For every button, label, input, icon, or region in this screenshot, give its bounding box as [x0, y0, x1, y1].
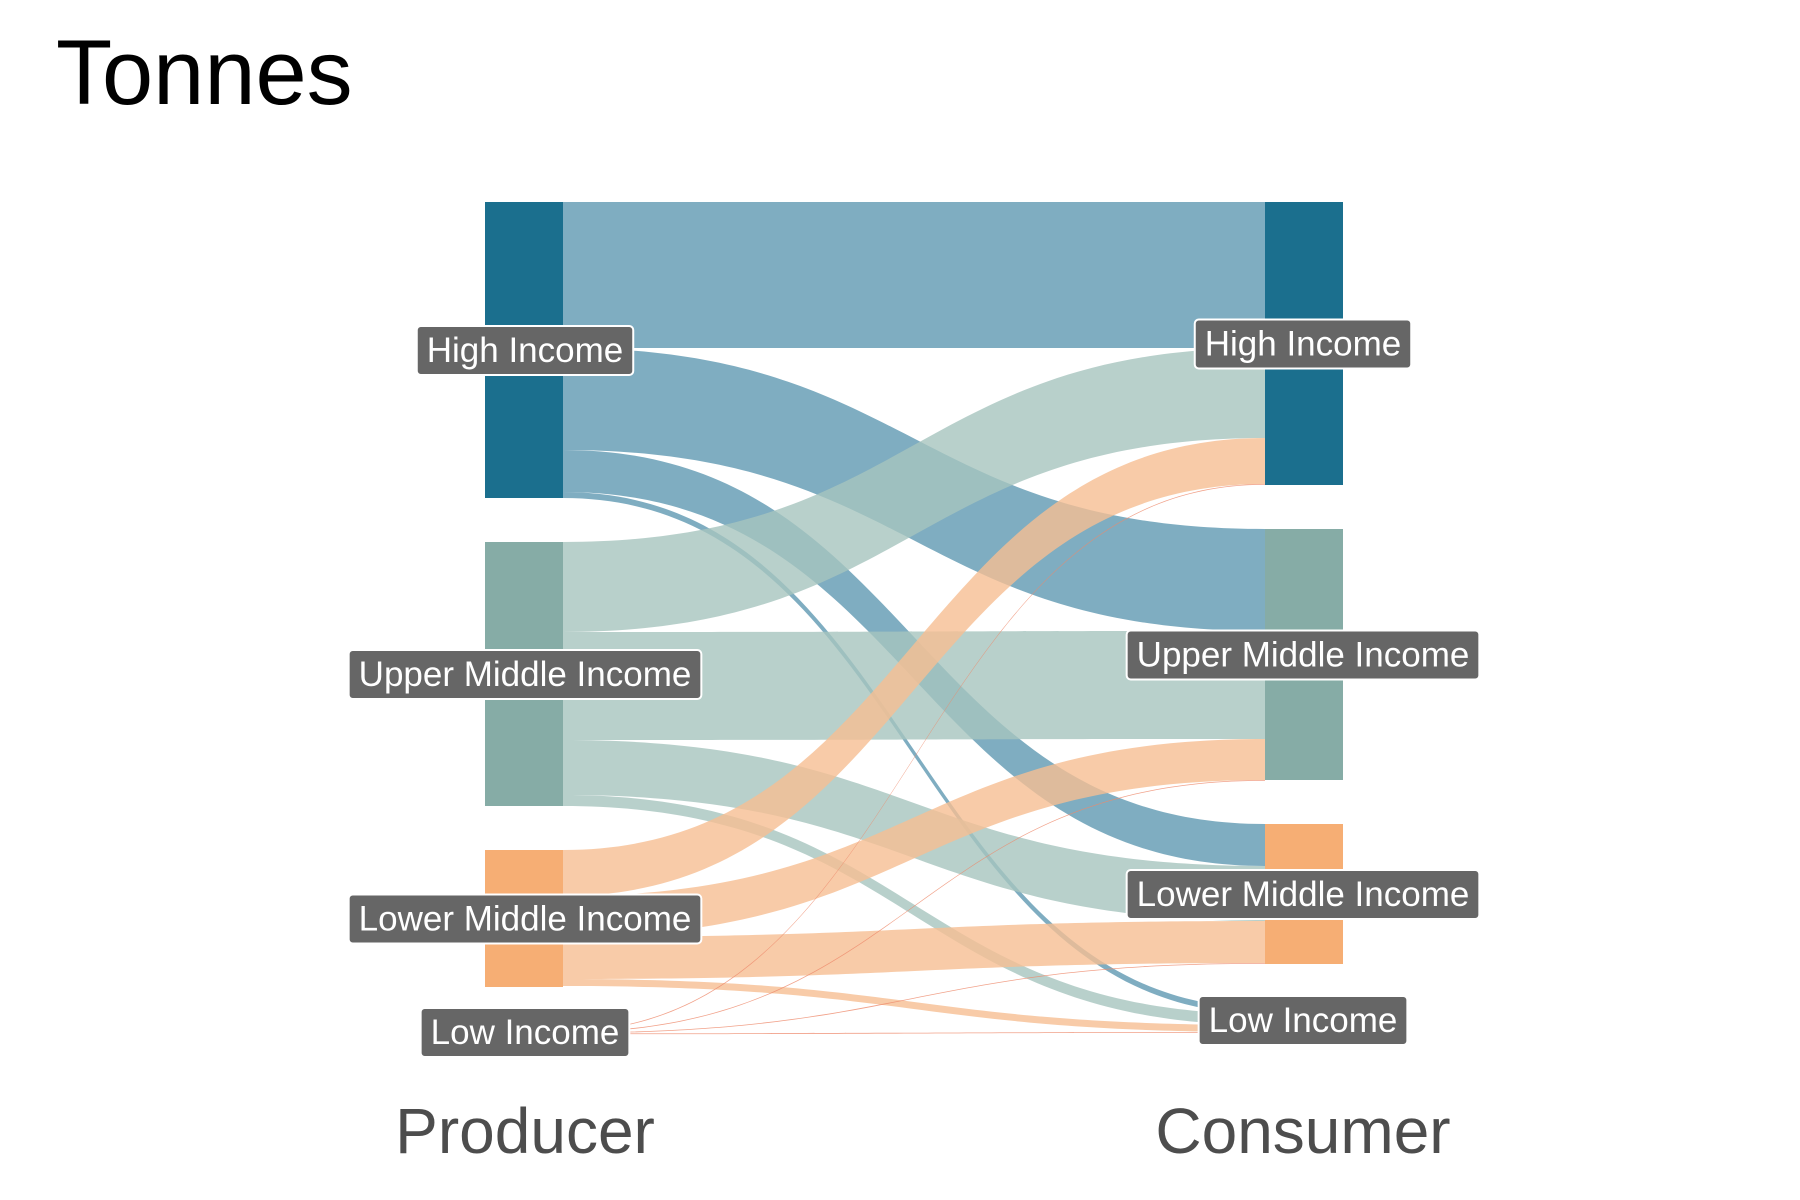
consumer-label-lower-middle-income: Lower Middle Income [1125, 869, 1481, 920]
producer-label-low-income: Low Income [419, 1007, 631, 1058]
links-layer [563, 202, 1265, 1035]
consumer-label-text: Upper Middle Income [1137, 636, 1470, 675]
consumer-label-box [1197, 995, 1409, 1046]
consumer-label-low-income: Low Income [1197, 995, 1409, 1046]
flow-lower-middle-income-to-lower-middle-income [563, 921, 1265, 979]
flow-lower-middle-income-to-high-income [563, 438, 1265, 896]
flow-lower-middle-income-to-low-income [563, 979, 1265, 1032]
flow-low-income-to-low-income [563, 1032, 1265, 1035]
flow-lower-middle-income-to-upper-middle-income [563, 739, 1265, 937]
producer-label-text: Upper Middle Income [359, 655, 692, 694]
flow-low-income-to-high-income [563, 484, 1265, 1032]
producer-label-high-income: High Income [415, 325, 635, 376]
consumer-label-text: Lower Middle Income [1137, 875, 1470, 914]
chart-title: Tonnes [56, 22, 353, 124]
flow-low-income-to-upper-middle-income [563, 780, 1265, 1033]
consumer-label-box [1125, 629, 1481, 681]
producer-label-box [347, 649, 703, 700]
flow-upper-middle-income-to-high-income [563, 348, 1265, 632]
flow-upper-middle-income-to-low-income [563, 795, 1265, 1025]
producer-label-text: High Income [427, 331, 623, 370]
consumer-label-box [1193, 318, 1413, 370]
producer-label-box [347, 893, 703, 945]
axis-label-consumer: Consumer [1155, 1095, 1450, 1167]
consumer-label-high-income: High Income [1193, 318, 1413, 370]
producer-label-text: Lower Middle Income [359, 900, 692, 939]
producer-label-text: Low Income [431, 1013, 620, 1052]
consumer-label-text: Low Income [1209, 1001, 1398, 1040]
flow-low-income-to-lower-middle-income [563, 963, 1265, 1034]
producer-label-lower-middle-income: Lower Middle Income [347, 893, 703, 945]
flow-high-income-to-high-income [563, 202, 1265, 348]
consumer-label-upper-middle-income: Upper Middle Income [1125, 629, 1481, 681]
producer-label-upper-middle-income: Upper Middle Income [347, 649, 703, 700]
axis-label-producer: Producer [395, 1095, 655, 1167]
consumer-label-box [1125, 869, 1481, 920]
flow-high-income-to-low-income [563, 492, 1265, 1014]
producer-label-box [415, 325, 635, 376]
producer-label-box [419, 1007, 631, 1058]
consumer-label-text: High Income [1205, 325, 1401, 364]
